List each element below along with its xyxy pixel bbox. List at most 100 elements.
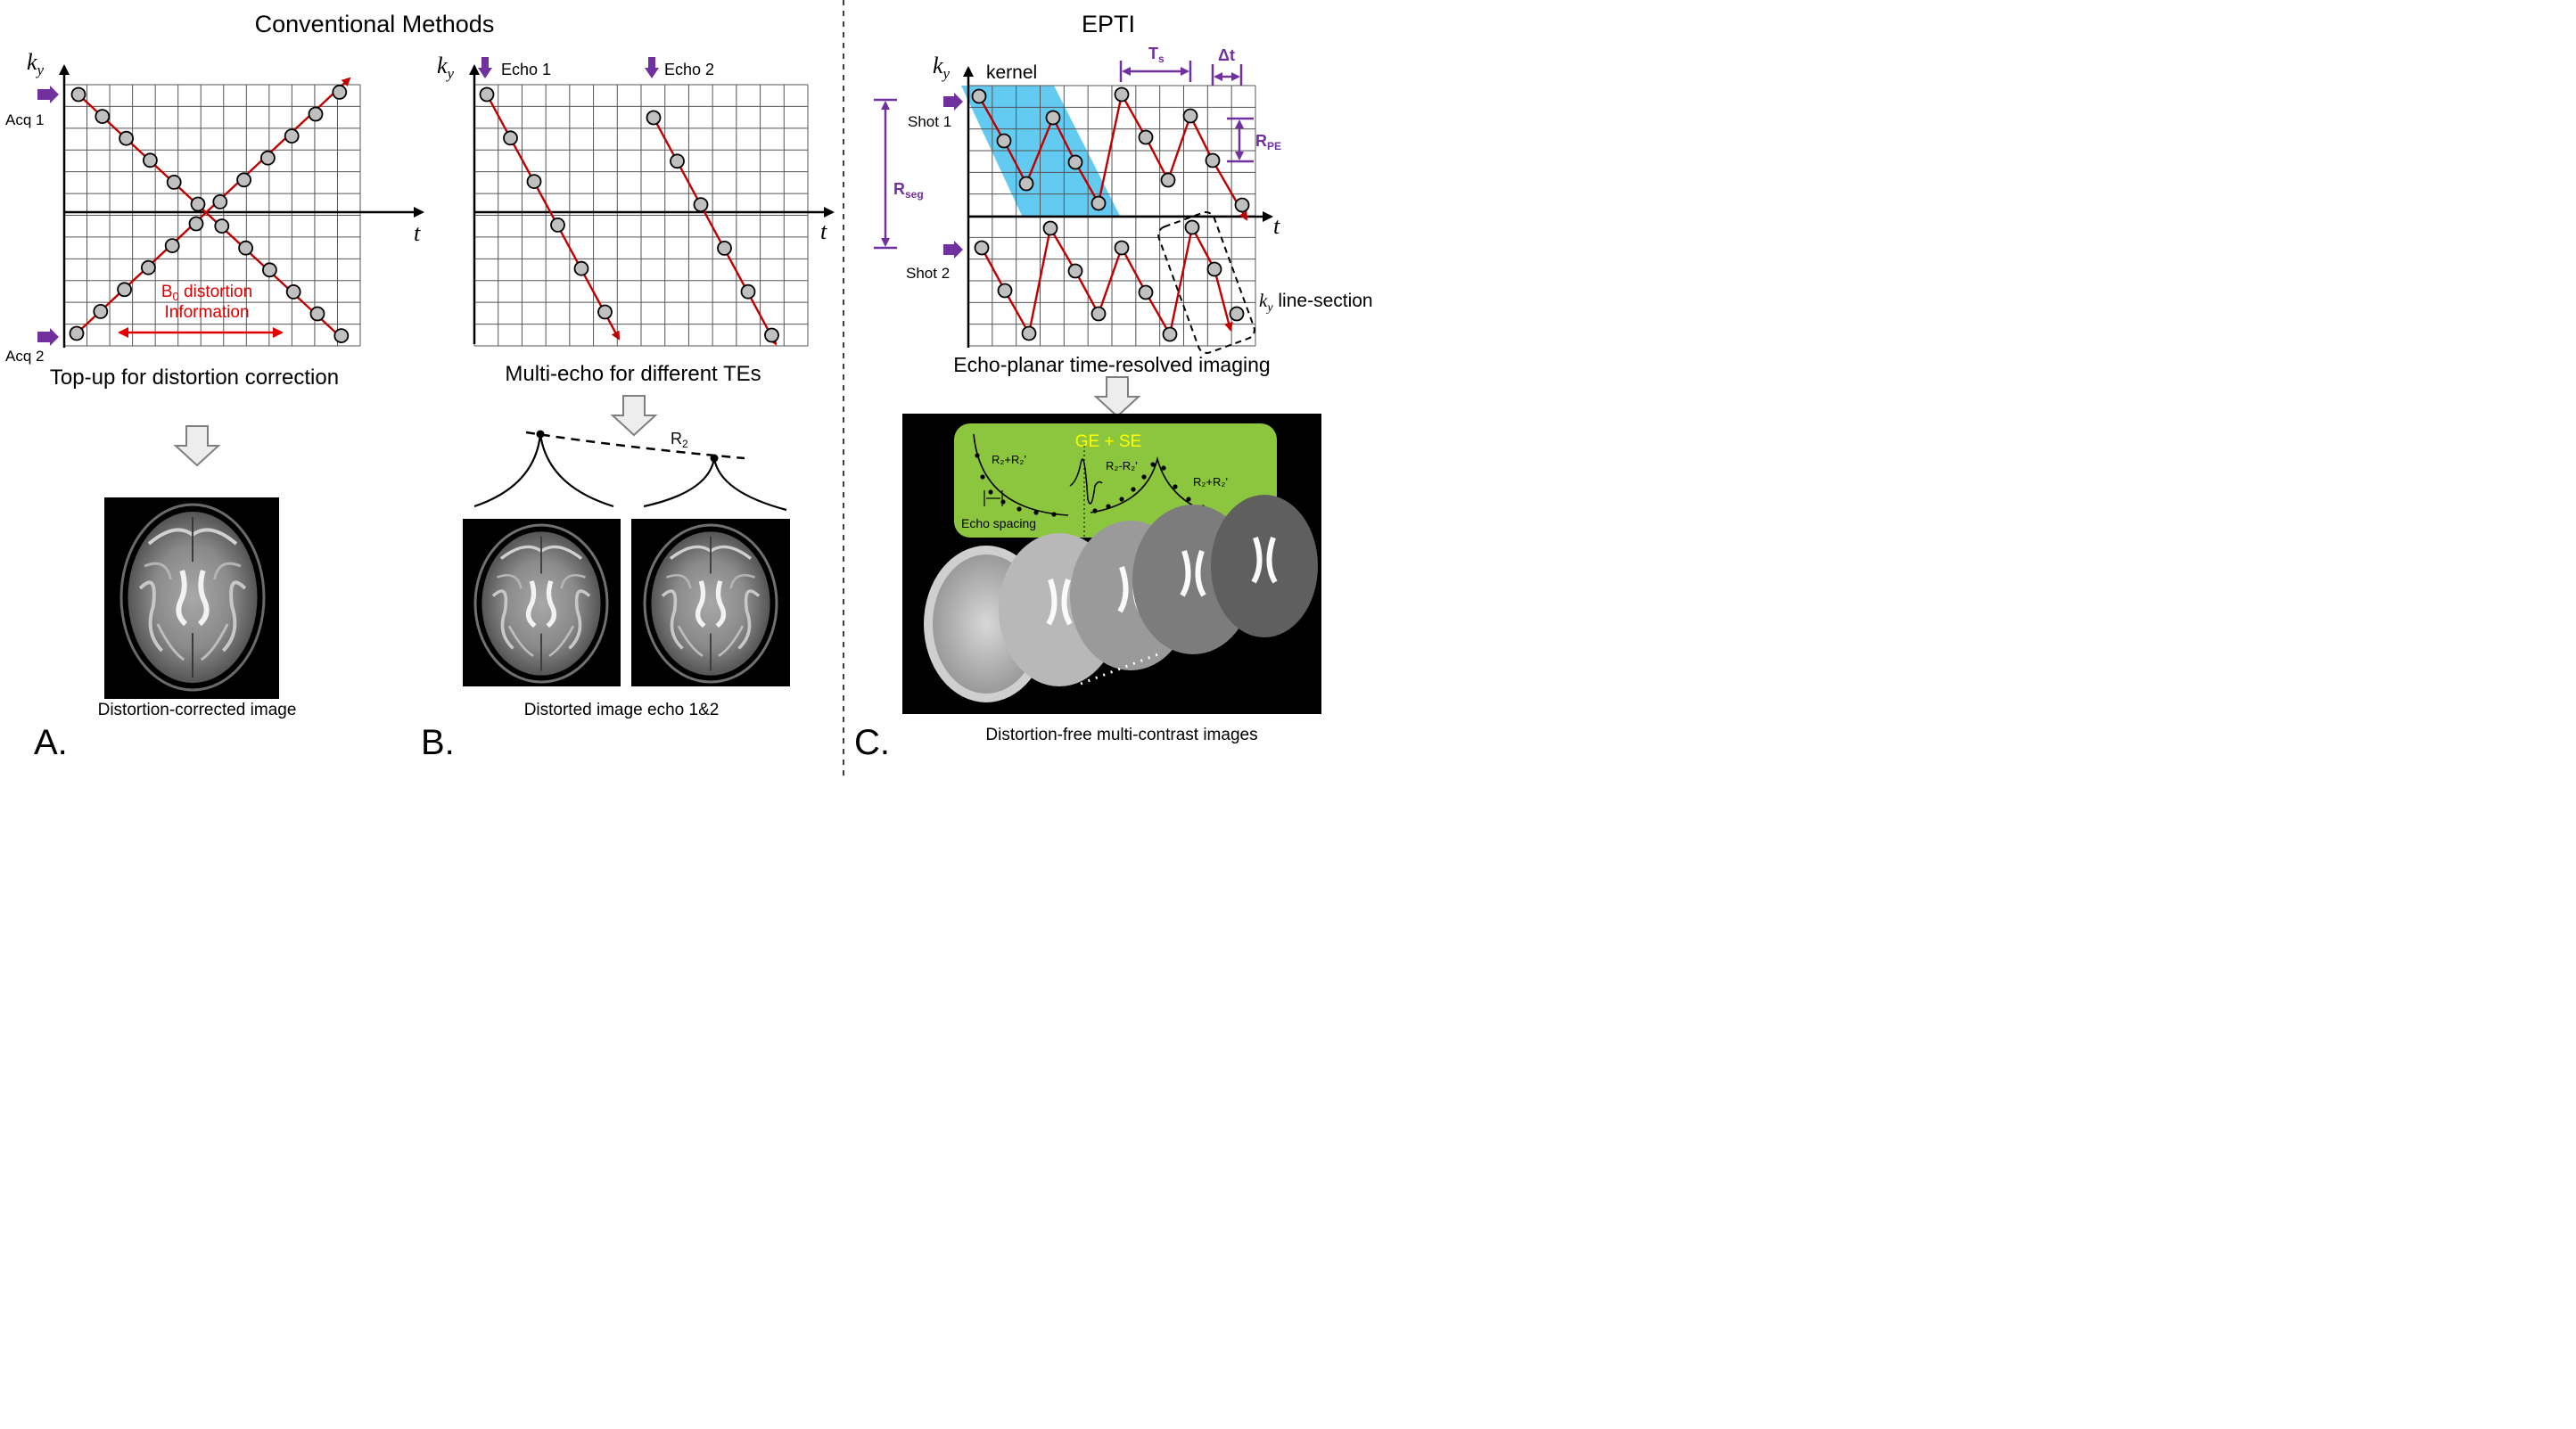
panel-c-sample-point bbox=[997, 283, 1013, 299]
rpe-label: RPE bbox=[1255, 132, 1281, 152]
acq1-arrow-icon bbox=[37, 86, 59, 103]
gese-label: GE + SE bbox=[1075, 432, 1141, 451]
panel-c-sample-point bbox=[1138, 129, 1154, 145]
panel-a-grid bbox=[63, 84, 361, 347]
echo1-skull bbox=[473, 523, 609, 684]
inset-sample-point bbox=[1106, 504, 1111, 509]
shot1-trajectory bbox=[977, 91, 1248, 221]
panel-a-sample-point bbox=[117, 282, 133, 298]
panel-a-sample-point bbox=[142, 152, 158, 168]
panel-b-sample-point bbox=[503, 130, 518, 146]
panel-b-sample-point bbox=[479, 86, 495, 103]
panel-b-sample-point bbox=[646, 110, 662, 126]
panel-c-sample-point bbox=[996, 133, 1012, 149]
line-section-box bbox=[1157, 211, 1255, 354]
panel-c-sample-point bbox=[971, 88, 987, 104]
panel-a-brain bbox=[128, 512, 257, 683]
panel-a-down-arrow-icon bbox=[175, 425, 219, 466]
inset-sample-point bbox=[1119, 497, 1124, 502]
panel-c-diagram: ky t kernel Shot 1 Shot 2 ky line-sectio… bbox=[854, 45, 1373, 762]
echo2-trajectory bbox=[652, 117, 778, 346]
panel-c-ky-label: ky bbox=[933, 53, 951, 82]
echo1-signal-curve bbox=[473, 433, 614, 508]
inset-sample-point bbox=[1000, 499, 1006, 505]
panel-a-t-label: t bbox=[414, 220, 421, 246]
multi-contrast-stack bbox=[924, 495, 1318, 702]
inset-sample-point bbox=[1016, 506, 1022, 512]
inset-sample-point bbox=[1173, 484, 1178, 489]
panel-c-sample-point bbox=[1205, 152, 1221, 168]
panel-c-sample-point bbox=[1018, 176, 1034, 192]
inset-sample-point bbox=[1186, 497, 1191, 502]
rseg-label: Rseg bbox=[893, 180, 924, 201]
ge-decay-curve bbox=[973, 433, 1069, 516]
panel-c-sample-point bbox=[1234, 197, 1250, 213]
panel-c-down-arrow-icon bbox=[1095, 376, 1140, 417]
shot2-label: Shot 2 bbox=[906, 265, 950, 282]
panel-b-samples bbox=[479, 86, 779, 343]
panel-a-sample-point bbox=[308, 106, 324, 122]
shot2-trajectory bbox=[980, 224, 1233, 338]
panel-a-sample-point bbox=[214, 218, 230, 234]
echo2-brain bbox=[651, 531, 770, 675]
inset-sample-point bbox=[975, 453, 980, 458]
echo1-peak bbox=[536, 430, 545, 439]
panel-c-sample-point bbox=[1090, 306, 1107, 322]
panel-a-sample-point bbox=[309, 306, 325, 322]
panel-c-image-caption: Distortion-free multi-contrast images bbox=[985, 726, 1257, 744]
panel-b-t-label: t bbox=[820, 218, 827, 244]
inset-sample-point bbox=[1161, 465, 1166, 471]
panel-b-sample-point bbox=[717, 240, 732, 256]
shot1-label: Shot 1 bbox=[908, 113, 951, 130]
acq2-arrow-icon bbox=[37, 328, 59, 346]
figure: Conventional Methods EPTI ky t Acq 1 Acq… bbox=[0, 0, 1399, 776]
contrast-image-2-ventricles bbox=[1046, 579, 1073, 626]
panel-a-sample-point bbox=[95, 109, 111, 125]
panel-c-sample-point bbox=[1090, 195, 1107, 211]
line-section-label: ky line-section bbox=[1259, 290, 1373, 315]
panel-b-down-arrow-icon bbox=[612, 395, 656, 436]
panel-a-skull bbox=[119, 503, 266, 692]
inset-sample-point bbox=[1141, 474, 1147, 480]
inset-sample-point bbox=[1051, 512, 1057, 517]
stack-continuation-dots bbox=[1080, 651, 1164, 686]
panel-c-sample-point bbox=[1160, 172, 1176, 188]
echo2-label: Echo 2 bbox=[664, 61, 714, 78]
panel-c-sample-point bbox=[974, 240, 990, 256]
panel-a-caption: Top-up for distortion correction bbox=[50, 365, 339, 390]
shot2-arrow-icon bbox=[943, 241, 963, 259]
panel-b-grid bbox=[473, 84, 809, 347]
panel-a-sample-point bbox=[284, 128, 300, 144]
conventional-title: Conventional Methods bbox=[255, 11, 495, 37]
panel-a-sample-point bbox=[119, 130, 135, 146]
panel-c-sample-point bbox=[1042, 220, 1058, 236]
inset-sample-point bbox=[1033, 510, 1039, 515]
panel-c-t-label: t bbox=[1273, 213, 1280, 239]
contrast-image-4-ventricles bbox=[1180, 550, 1206, 597]
panel-a-sample-point bbox=[261, 262, 277, 278]
panel-c-sample-point bbox=[1182, 108, 1198, 124]
panel-b-sample-point bbox=[526, 174, 542, 190]
panel-c-letter: C. bbox=[854, 723, 890, 762]
shot1-arrow-icon bbox=[943, 93, 963, 111]
panel-c-sample-point bbox=[1067, 263, 1083, 279]
panel-c-sample-point bbox=[1138, 284, 1154, 300]
r2r2p-right-label: R₂+R₂' bbox=[1193, 475, 1228, 489]
panel-b-sample-point bbox=[670, 153, 685, 169]
panel-c-caption: Echo-planar time-resolved imaging bbox=[953, 353, 1270, 376]
panel-a-sample-point bbox=[238, 240, 254, 256]
ts-label: Ts bbox=[1148, 45, 1165, 65]
echo2-arrow-icon bbox=[645, 57, 659, 78]
dt-label: Δt bbox=[1218, 46, 1235, 64]
acq1-label: Acq 1 bbox=[5, 111, 44, 128]
echo1-label: Echo 1 bbox=[501, 61, 551, 78]
panel-c-sample-point bbox=[1021, 325, 1037, 341]
panel-b-sample-point bbox=[740, 283, 756, 300]
panel-b-caption: Multi-echo for different TEs bbox=[505, 362, 761, 386]
panel-a-sample-point bbox=[93, 303, 109, 319]
echo2-skull bbox=[643, 523, 778, 684]
panel-c-sample-point bbox=[1229, 306, 1245, 322]
panel-a-sample-point bbox=[188, 216, 204, 232]
r2-minus-r2p-label: R₂-R₂' bbox=[1106, 459, 1138, 472]
b0-label-line1: B0 distortion bbox=[161, 283, 252, 303]
